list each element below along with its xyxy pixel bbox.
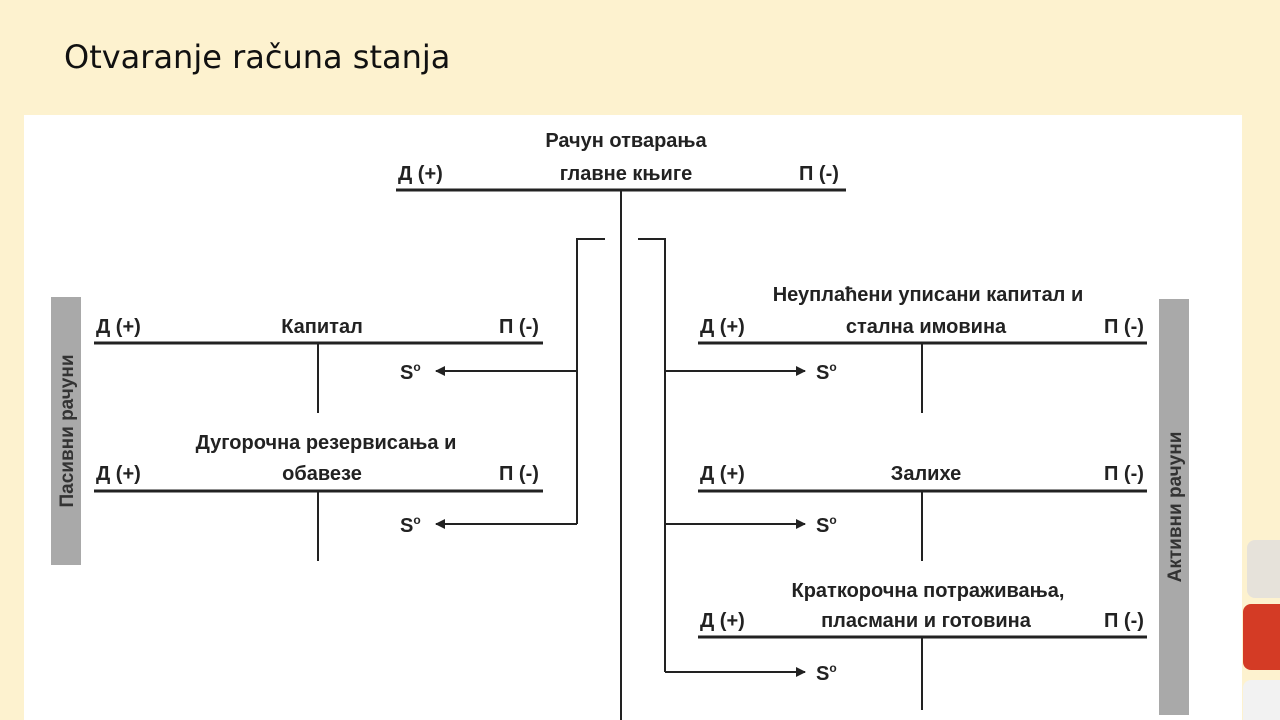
account-title-1: Краткорочна потраживања, xyxy=(792,580,1065,602)
passive-account-long-term: Дугорочна резервисања и обавезе Д (+) П … xyxy=(94,432,577,561)
active-connector xyxy=(638,238,666,672)
account-credit: П (-) xyxy=(1104,463,1144,485)
account-title-2: стална имовина xyxy=(846,316,1007,338)
account-credit: П (-) xyxy=(499,316,539,338)
slide-title: Otvaranje računa stanja xyxy=(64,38,451,76)
account-title-1: Дугорочна резервисања и xyxy=(196,432,457,454)
opening-balance: So xyxy=(400,360,421,384)
account-title-2: пласмани и готовина xyxy=(821,610,1032,632)
opening-balance: So xyxy=(400,513,421,537)
account-title: Залихе xyxy=(891,463,961,485)
diagram-canvas: Рачун отварања главне књиге Д (+) П (-) … xyxy=(51,130,1189,720)
t-account-diagram: Рачун отварања главне књиге Д (+) П (-) … xyxy=(24,115,1242,720)
active-group-bar xyxy=(1159,299,1189,715)
account-title-2: обавезе xyxy=(282,463,362,485)
account-credit: П (-) xyxy=(499,463,539,485)
opening-balance: So xyxy=(816,661,837,685)
opening-account-title-1: Рачун отварања xyxy=(545,130,707,152)
active-account-fixed-assets: Неуплаћени уписани капитал и стална имов… xyxy=(665,284,1147,413)
account-debit: Д (+) xyxy=(700,316,745,338)
passive-group-label: Пасивни рачуни xyxy=(57,354,78,507)
active-group-label: Активни рачуни xyxy=(1165,432,1186,583)
opening-balance: So xyxy=(816,360,837,384)
account-title: Капитал xyxy=(281,316,363,338)
active-account-inventory: Залихе Д (+) П (-) So xyxy=(665,463,1147,561)
passive-connector xyxy=(576,238,605,524)
account-credit: П (-) xyxy=(1104,316,1144,338)
account-debit: Д (+) xyxy=(96,463,141,485)
opening-balance: So xyxy=(816,513,837,537)
opening-account-credit: П (-) xyxy=(799,163,839,185)
account-credit: П (-) xyxy=(1104,610,1144,632)
opening-account-debit: Д (+) xyxy=(398,163,443,185)
passive-group-bar xyxy=(51,297,81,565)
account-debit: Д (+) xyxy=(700,463,745,485)
active-account-current-assets: Краткорочна потраживања, пласмани и гото… xyxy=(665,580,1147,710)
opening-account-title-2: главне књиге xyxy=(560,163,693,185)
opening-account: Рачун отварања главне књиге Д (+) П (-) xyxy=(396,130,846,720)
passive-account-capital: Капитал Д (+) П (-) So xyxy=(94,316,577,413)
keyboard-decoration xyxy=(1243,540,1280,720)
account-title-1: Неуплаћени уписани капитал и xyxy=(773,284,1084,306)
account-debit: Д (+) xyxy=(96,316,141,338)
account-debit: Д (+) xyxy=(700,610,745,632)
